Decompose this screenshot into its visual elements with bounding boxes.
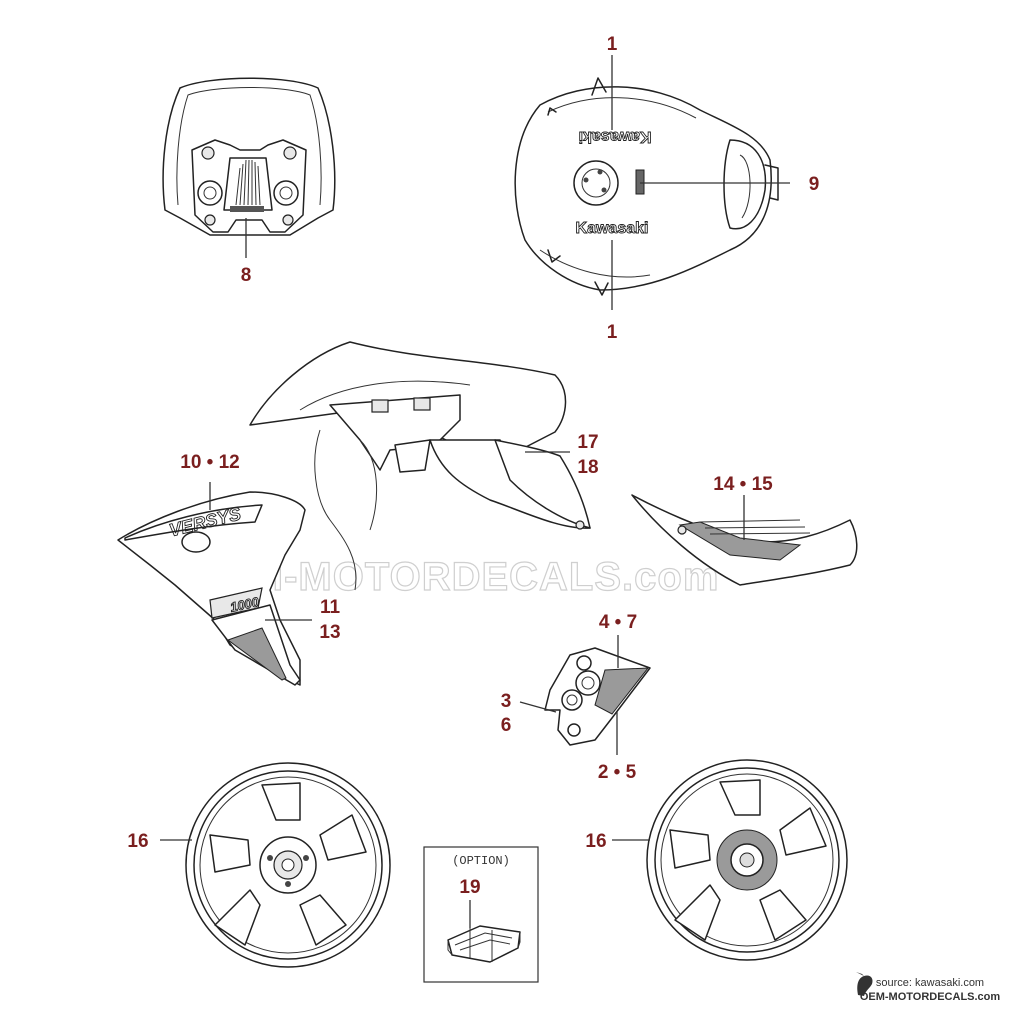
option-box-part-19: (OPTION) 19	[423, 846, 539, 983]
callout-19: 19	[459, 877, 480, 898]
credit: source: kawasaki.com OEM-MOTORDECALS.com	[856, 972, 1000, 1003]
footrest-bracket-part-2-7: 4 • 7 3 6 2 • 5	[501, 612, 651, 783]
windshield-part-8: 8	[162, 77, 336, 286]
tail-cover-part-14-15: 14 • 15	[631, 474, 858, 586]
credit-source: source: kawasaki.com	[876, 977, 984, 989]
wheel-left-part-16: 16	[127, 762, 391, 968]
tank-logo-top: Kawasaki	[579, 128, 652, 145]
callout-6: 6	[501, 715, 512, 736]
callout-1-top: 1	[607, 34, 618, 55]
callout-9: 9	[809, 174, 820, 195]
option-label: (OPTION)	[452, 854, 510, 868]
callout-4-7: 4 • 7	[599, 612, 637, 633]
callout-2-5: 2 • 5	[598, 762, 637, 783]
side-shroud-part-10-13: VERSYS 1000 10 • 12 11 13	[117, 452, 341, 686]
wheel-right-part-16: 16	[585, 759, 848, 961]
callout-17: 17	[577, 432, 598, 453]
credit-site: OEM-MOTORDECALS.com	[860, 991, 1001, 1003]
callout-10-12: 10 • 12	[180, 452, 239, 473]
part-19-clip	[447, 925, 521, 963]
tank-logo-bottom: Kawasaki	[576, 220, 649, 237]
fuel-tank-part-1-9: Kawasaki Kawasaki 1 1 9	[514, 34, 820, 343]
callout-13: 13	[319, 622, 340, 643]
callout-1-bottom: 1	[607, 322, 618, 343]
callout-3: 3	[501, 691, 512, 712]
upper-cowling-part-17-18: 17 18	[249, 341, 599, 591]
callout-18: 18	[577, 457, 598, 478]
callout-16-left: 16	[127, 831, 148, 852]
callout-14-15: 14 • 15	[713, 474, 773, 495]
callout-8: 8	[241, 265, 252, 286]
bird-logo-icon	[856, 972, 873, 996]
callout-16-right: 16	[585, 831, 606, 852]
callout-11: 11	[320, 597, 341, 618]
